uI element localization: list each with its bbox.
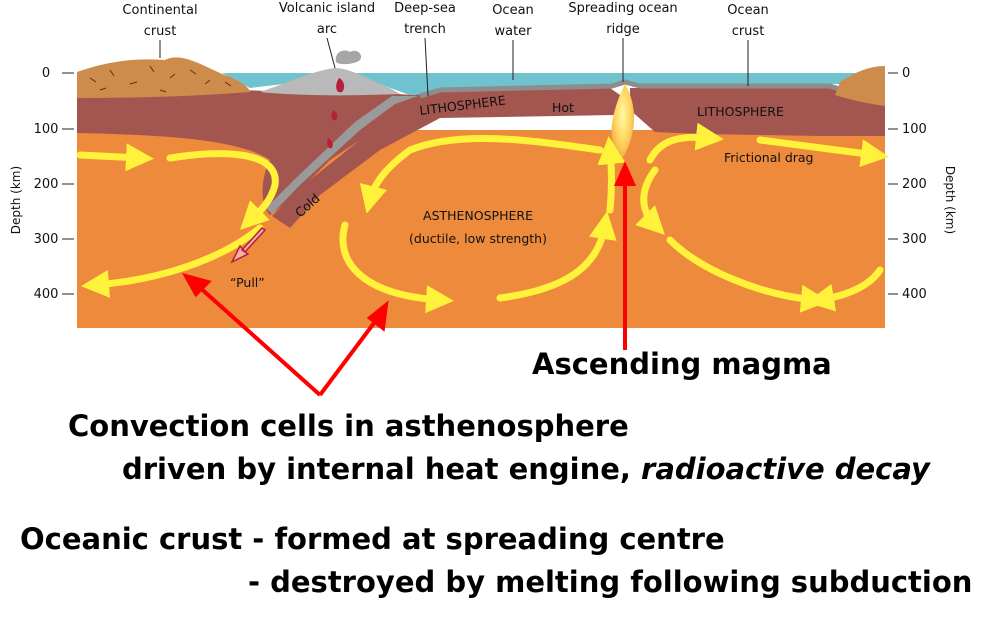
arrow-left-bottom	[81, 224, 264, 298]
label-asthenosphere-sub: (ductile, low strength)	[409, 231, 547, 246]
caption-convection-line1: Convection cells in asthenosphere	[68, 409, 629, 443]
caption-convection-line2: driven by internal heat engine, radioact…	[122, 452, 930, 486]
caption-convection-line2-prefix: driven by internal heat engine,	[122, 452, 642, 486]
caption-oceanic-line2: - destroyed by melting following subduct…	[248, 565, 973, 599]
tick-left-100: 100	[34, 122, 59, 137]
arrow-mid-bottom	[496, 211, 617, 302]
label-ocean-crust-2: crust	[732, 24, 765, 39]
continental-crust-texture	[89, 65, 232, 93]
pointer-conv-left	[195, 283, 322, 397]
continental-crust-right	[835, 66, 885, 106]
label-continental-crust-2: crust	[144, 24, 177, 39]
arrow-right-return	[806, 266, 884, 312]
label-hot: Hot	[552, 100, 574, 115]
tick-right-200: 200	[902, 177, 927, 192]
arrow-right-down	[635, 166, 665, 235]
pointer-conv-right	[318, 313, 382, 397]
label-ocean-water-1: Ocean	[492, 3, 534, 18]
tick-right-0: 0	[902, 66, 910, 81]
label-pull: “Pull”	[230, 275, 265, 290]
pull-arrow	[230, 227, 267, 264]
label-ocean-crust-1: Ocean	[727, 3, 769, 18]
label-ridge-2: ridge	[606, 22, 639, 37]
tick-right-400: 400	[902, 287, 927, 302]
pointer-arrows	[181, 161, 637, 397]
tick-right-100: 100	[902, 122, 927, 137]
label-volcanic-arc-1: Volcanic island	[279, 1, 375, 16]
continental-crust-left	[77, 57, 250, 98]
arrow-mid-top	[359, 134, 604, 214]
depth-axis-left: 0 100 200 300 400 Depth (km)	[9, 66, 74, 302]
label-lithosphere-right: LITHOSPHERE	[697, 104, 784, 119]
volcanic-arc	[260, 68, 400, 96]
lithosphere-right	[630, 86, 885, 136]
subducting-slab	[272, 88, 620, 228]
tick-right-300: 300	[902, 232, 927, 247]
label-trench-2: trench	[404, 22, 446, 37]
tick-left-300: 300	[34, 232, 59, 247]
asthenosphere-layer	[77, 130, 885, 328]
tick-left-0: 0	[42, 66, 50, 81]
label-asthenosphere: ASTHENOSPHERE	[423, 208, 533, 223]
label-ridge-1: Spreading ocean	[568, 1, 677, 16]
convection-arrows	[76, 122, 889, 314]
ocean-crust-line	[419, 79, 861, 99]
caption-ascending-magma: Ascending magma	[532, 347, 832, 381]
arrow-right-loop	[666, 236, 829, 313]
label-frictional-drag: Frictional drag	[724, 150, 813, 165]
slab-top-crust	[266, 96, 418, 214]
axis-label-right: Depth (km)	[943, 166, 957, 234]
volcano-smoke	[335, 50, 362, 65]
arrow-right-top	[646, 122, 724, 164]
depth-axis-right: 0 100 200 300 400 Depth (km)	[888, 66, 957, 302]
arrow-mid-loop	[339, 221, 454, 314]
tick-left-200: 200	[34, 177, 59, 192]
label-leader-lines	[159, 37, 749, 97]
label-trench-1: Deep-sea	[394, 1, 456, 16]
label-continental-crust-1: Continental	[122, 3, 197, 18]
caption-oceanic-line1: Oceanic crust - formed at spreading cent…	[20, 522, 725, 556]
magma-blobs	[327, 78, 345, 149]
caption-radioactive-decay: radioactive decay	[641, 452, 930, 486]
arrow-left-loop	[166, 150, 279, 230]
label-volcanic-arc-2: arc	[317, 22, 337, 37]
arrow-mid-up	[597, 136, 626, 214]
lithosphere-left	[77, 88, 420, 215]
arrow-left-top	[76, 143, 154, 172]
label-ocean-water-2: water	[494, 24, 532, 39]
tick-left-400: 400	[34, 287, 59, 302]
arrow-right-far	[756, 136, 889, 168]
axis-label-left: Depth (km)	[9, 166, 23, 234]
